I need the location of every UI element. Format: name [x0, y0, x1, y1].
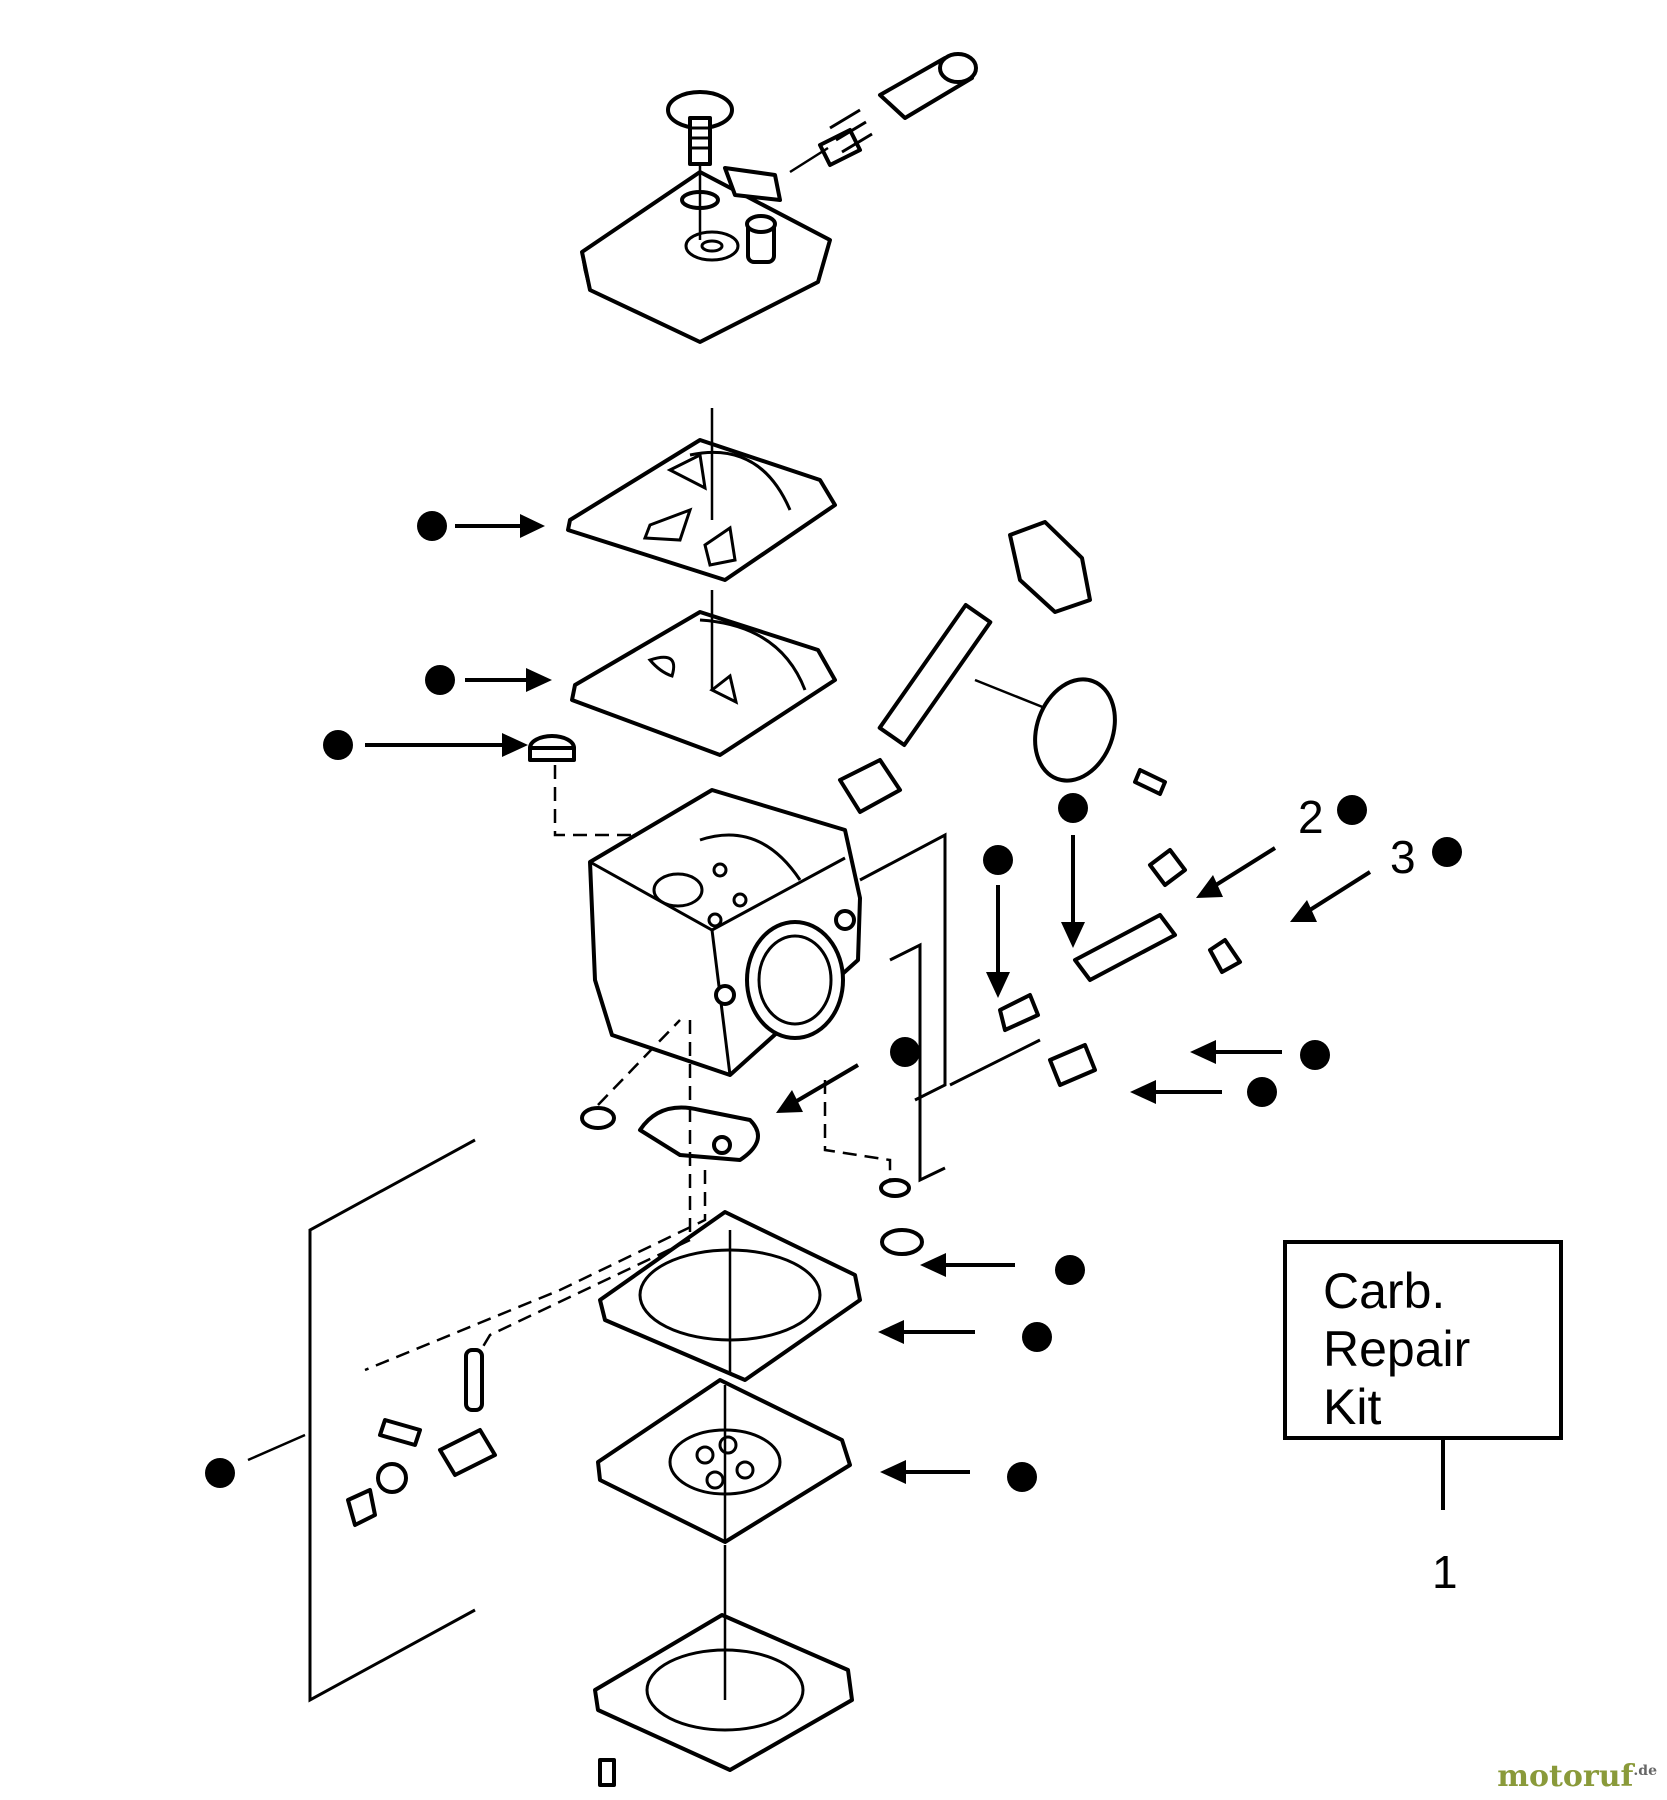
callout-dot: [1007, 1462, 1037, 1492]
callout-dots: [205, 511, 1462, 1492]
watermark-logo: motoruf.de: [1497, 1759, 1657, 1794]
callout-dot: [425, 665, 455, 695]
carburetor-body: [588, 788, 862, 1077]
metering-diaphragm: [596, 1378, 852, 1544]
inlet-needle-assembly: [308, 1020, 707, 1703]
callout-dot: [1055, 1255, 1085, 1285]
kit-label-line1: Carb.: [1323, 1263, 1446, 1319]
gasket-upper: [566, 408, 837, 582]
adjusting-screw-assembly: [666, 52, 978, 240]
callout-number-3: 3: [1390, 831, 1416, 883]
callout-dot: [1432, 837, 1462, 867]
bracket-frame: [859, 832, 1041, 1183]
callout-dot: [323, 730, 353, 760]
throttle-plate: [1033, 677, 1167, 796]
carb-repair-kit-box: Carb. Repair Kit: [1283, 1240, 1563, 1440]
callout-number-2: 2: [1298, 791, 1324, 843]
callout-dot: [205, 1458, 235, 1488]
callout-arrows: [247, 514, 1372, 1484]
callout-dot: [1022, 1322, 1052, 1352]
callout-dot: [417, 511, 447, 541]
kit-label-line3: Kit: [1323, 1379, 1382, 1435]
watermark-suffix: .de: [1633, 1763, 1657, 1779]
kit-reference-number: 1: [1432, 1546, 1458, 1598]
filter-cap: [528, 734, 667, 870]
gasket-middle: [570, 590, 837, 757]
throttle-shaft: [838, 520, 1092, 814]
callout-dot: [983, 845, 1013, 875]
watermark-brand: motoruf: [1497, 1759, 1634, 1794]
carburetor-cover: [580, 166, 832, 344]
welch-plug: [823, 1080, 924, 1256]
mixture-needles: [998, 848, 1242, 1087]
callout-dot: [1058, 793, 1088, 823]
callout-dot: [890, 1037, 920, 1067]
callout-dot: [1300, 1040, 1330, 1070]
callout-dot: [1337, 795, 1367, 825]
pump-diaphragm: [598, 1210, 862, 1382]
metering-lever: [580, 1019, 760, 1162]
kit-label-line2: Repair: [1323, 1321, 1471, 1377]
callout-dot: [1247, 1077, 1277, 1107]
bottom-cover: [593, 1545, 854, 1787]
